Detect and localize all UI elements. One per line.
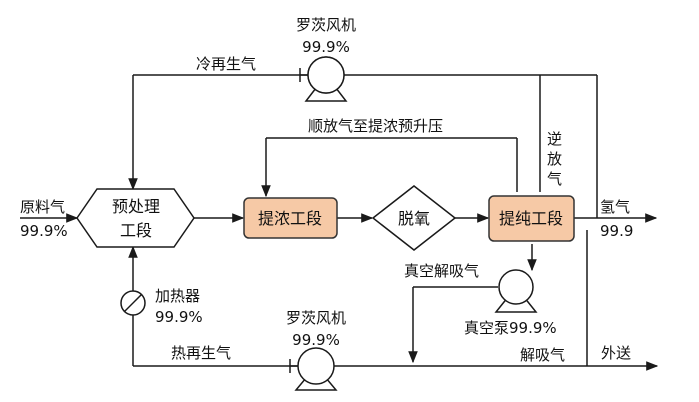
export-label: 外送 bbox=[601, 344, 631, 362]
reverse-vent-char2: 放 bbox=[547, 150, 562, 168]
blower-bottom-label: 罗茨风机 bbox=[286, 309, 346, 327]
hydrogen-label: 氢气 bbox=[600, 198, 630, 216]
deoxy-node bbox=[371, 185, 457, 251]
feed-purity-label: 99.9% bbox=[20, 222, 68, 240]
heater-label: 加热器 bbox=[155, 287, 200, 305]
blower-top-label: 罗茨风机 bbox=[296, 16, 356, 34]
heater-purity-label: 99.9% bbox=[155, 308, 203, 326]
hot-regen-label: 热再生气 bbox=[171, 344, 231, 362]
enrich-node bbox=[243, 197, 338, 239]
purify-node bbox=[488, 195, 575, 242]
deoxy-label: 脱氧 bbox=[398, 209, 430, 228]
hydrogen-purity-label: 99.9 bbox=[600, 222, 633, 240]
pretreat-node bbox=[76, 188, 195, 248]
blower-bottom-purity-label: 99.9% bbox=[292, 331, 340, 349]
heater-icon bbox=[120, 290, 146, 316]
vac-desorb-label: 真空解吸气 bbox=[404, 262, 479, 280]
reverse-vent-char1: 逆 bbox=[547, 130, 562, 148]
cocurrent-label: 顺放气至提浓预升压 bbox=[308, 117, 443, 135]
vac-pump-label: 真空泵99.9% bbox=[464, 319, 557, 337]
purify-label: 提纯工段 bbox=[499, 209, 563, 228]
feed-label: 原料气 bbox=[20, 198, 65, 216]
cold-regen-label: 冷再生气 bbox=[196, 55, 256, 73]
pretreat-label-line1: 预处理 bbox=[112, 197, 160, 216]
vacuum-pump-icon bbox=[494, 269, 538, 313]
pretreat-label-line2: 工段 bbox=[120, 221, 152, 240]
blower-top-purity-label: 99.9% bbox=[302, 38, 350, 56]
roots-blower-icon bbox=[299, 56, 348, 102]
roots-blower-icon bbox=[289, 347, 338, 391]
desorb-label: 解吸气 bbox=[520, 346, 565, 364]
enrich-label: 提浓工段 bbox=[258, 209, 322, 228]
reverse-vent-char3: 气 bbox=[547, 170, 562, 188]
